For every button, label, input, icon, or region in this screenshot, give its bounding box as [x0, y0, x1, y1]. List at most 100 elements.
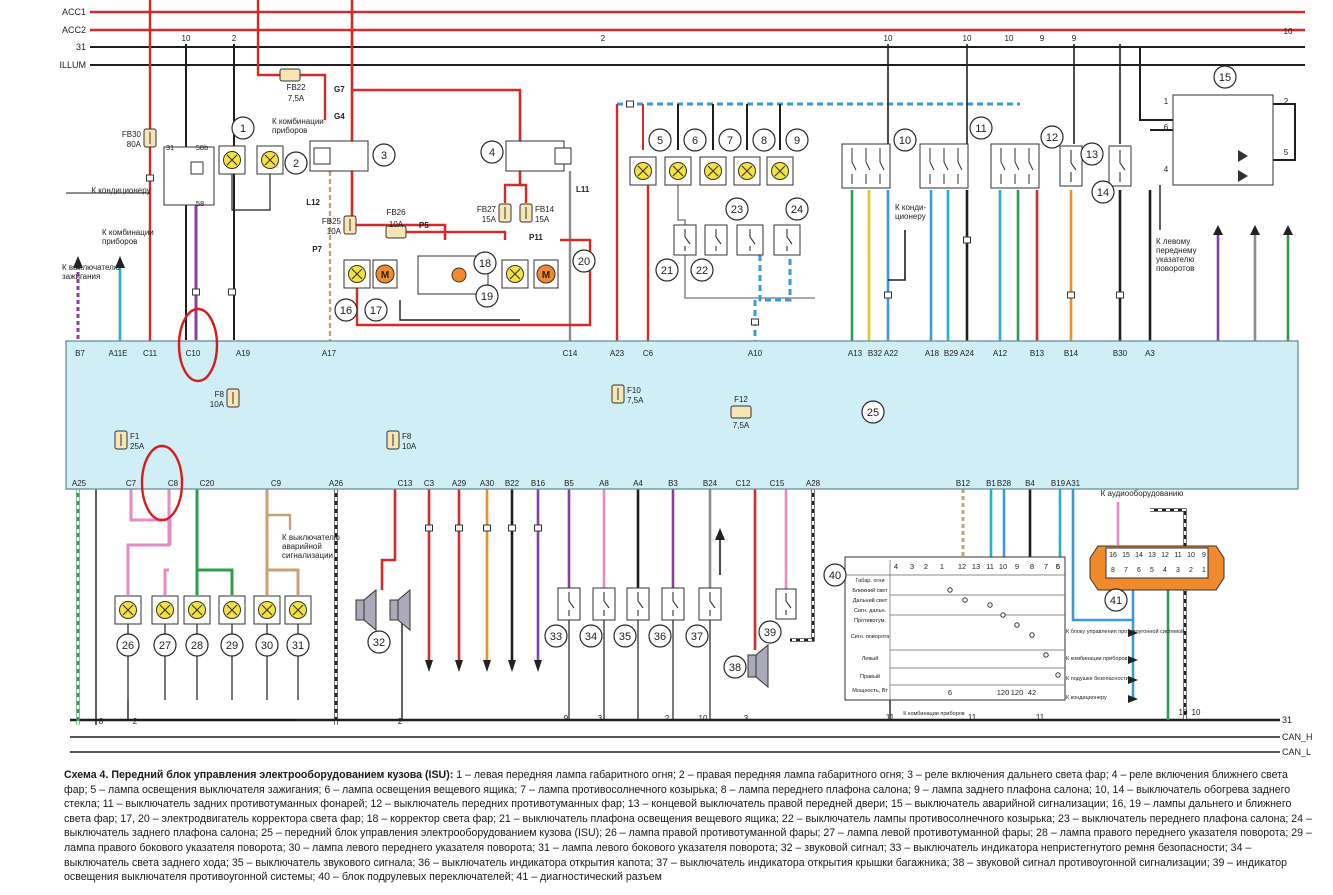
note: К комбинации: [102, 228, 154, 237]
note: К конди-: [895, 203, 926, 212]
component-number: 31: [292, 640, 304, 652]
fuse-name: FB14: [535, 205, 555, 214]
lamp-cross: [351, 268, 363, 280]
horn-right: [389, 588, 411, 632]
note: переднему: [1156, 246, 1197, 255]
fuse-rating: 25A: [130, 442, 145, 451]
wire-connector: [626, 100, 634, 108]
switch-contact: [865, 148, 871, 184]
module-pin-bottom: C9: [271, 479, 282, 488]
component-number: 30: [261, 640, 273, 652]
diag-pin: 3: [1176, 567, 1180, 574]
wire-hazard-link: [267, 513, 292, 530]
component-number-circle: [153, 633, 177, 657]
component-number-circle: [1080, 142, 1104, 166]
fuse-rating: 10A: [389, 220, 404, 229]
fuse-name: F1: [130, 432, 140, 441]
wire-c20: [195, 489, 234, 595]
component-number-circle: [1104, 588, 1128, 612]
component-number: 16: [340, 305, 352, 317]
wire-connector: [483, 524, 491, 532]
module-pin-top: B14: [1064, 349, 1079, 358]
lamp-cross: [637, 165, 649, 177]
component-number-circle: [185, 633, 209, 657]
rail-label: 31: [1282, 715, 1292, 725]
fuse-name: FB26: [386, 208, 406, 217]
switch-block-contact: [947, 587, 953, 593]
arrow-down: [425, 660, 433, 672]
switch-contact: [637, 592, 644, 616]
lamp-cross: [261, 604, 273, 616]
switch-block-footer: 120: [1011, 688, 1024, 697]
diag-pin: 11: [1174, 552, 1181, 559]
fuse-rating: 7,5A: [627, 396, 644, 405]
arrow-up: [1250, 225, 1260, 235]
fuse-name: FB22: [286, 83, 306, 92]
switch-contact: [709, 592, 716, 616]
component-number: 1: [240, 123, 246, 135]
lamp-cross: [159, 604, 171, 616]
module-pin-top: A11E: [109, 349, 128, 358]
switch-block-row: Правый: [860, 673, 880, 680]
component-number-circle: [648, 624, 672, 648]
component-number-circle: [284, 151, 308, 175]
switch-contact: [943, 148, 949, 184]
component-number: 17: [370, 305, 382, 317]
pin-number: 4: [1164, 165, 1169, 174]
hazard-switch: [1172, 94, 1274, 186]
arrow-right: [1128, 656, 1138, 664]
wire-tag: 10: [1284, 27, 1293, 36]
component-number-circle: [364, 298, 388, 322]
component-number-circle: [1091, 180, 1115, 204]
fuse-name: F10: [627, 386, 641, 395]
switch-block-row: Сигн. дальн.: [854, 608, 887, 614]
switch-contact: [684, 229, 691, 251]
note: сигнализации: [282, 551, 333, 560]
component-number-circle: [367, 630, 391, 654]
component-number: 21: [661, 265, 673, 277]
diag-pin: 15: [1122, 552, 1130, 559]
switch-contact: [672, 592, 679, 616]
module-pin-bottom: C12: [736, 479, 751, 488]
wire-a28-stripe: [790, 489, 814, 641]
switch-contact: [715, 229, 722, 251]
switch-housing: [661, 587, 685, 621]
component-number: 7: [727, 135, 733, 147]
module-pin-bottom: C20: [200, 479, 215, 488]
component-number: 9: [794, 135, 800, 147]
diag-pin: 4: [1163, 567, 1167, 574]
highlight-ellipse: [177, 307, 219, 383]
switch-housing: [1059, 145, 1083, 187]
switch-block-out: К комбинации приборов: [1066, 656, 1128, 662]
switch-block-out: К подушке безопасности: [1066, 676, 1129, 682]
note: приборов: [102, 237, 137, 246]
component-number: 18: [479, 258, 491, 270]
wire-connector: [534, 524, 542, 532]
module-pin-bottom: A29: [452, 479, 467, 488]
wire-kond: [888, 230, 906, 281]
wire-a10-loop: [758, 255, 792, 302]
module-pin-bottom: A8: [599, 479, 609, 488]
wire-c9: [265, 489, 300, 595]
switch-contact: [785, 593, 792, 615]
rail-label: ACC2: [62, 25, 86, 35]
module-pin-top: B29: [944, 349, 959, 358]
component-number: 37: [691, 631, 703, 643]
switch-block-contact: [962, 597, 968, 603]
diag-pin: 9: [1202, 552, 1206, 559]
switch-contact: [1119, 150, 1126, 182]
fuse-name: F8: [215, 390, 225, 399]
component-number: 40: [829, 570, 841, 582]
diag-pin: 10: [1187, 552, 1195, 559]
component-number-circle: [220, 633, 244, 657]
component-number-circle: [231, 116, 255, 140]
switch-block-row: Мощность, Вт: [852, 688, 888, 694]
switch-block-footer: 120: [997, 688, 1010, 697]
fuse-rating: 15A: [535, 215, 550, 224]
arrow-up: [73, 256, 125, 268]
module-pin-bottom: B1: [986, 479, 996, 488]
component-number: 8: [761, 135, 767, 147]
switch-contact: [1014, 148, 1020, 184]
isu-module: [65, 340, 1299, 490]
component-number: 11: [975, 123, 986, 135]
